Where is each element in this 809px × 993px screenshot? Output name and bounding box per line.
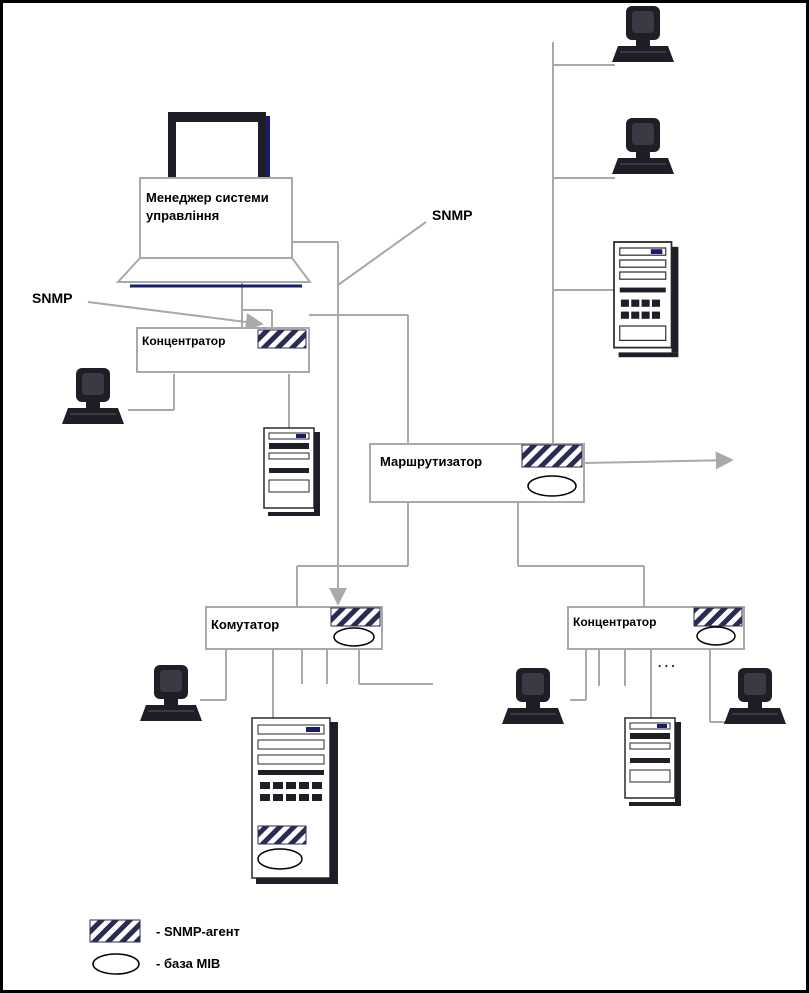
snmp-agent-icon xyxy=(257,329,307,349)
hub-1-box xyxy=(136,327,310,373)
router-label: Маршрутизатор xyxy=(380,454,482,469)
workstation-icon xyxy=(723,667,787,725)
switch-box xyxy=(205,606,383,650)
legend-mib-label: - база MIB xyxy=(156,956,220,971)
workstation-icon xyxy=(611,117,675,175)
server-icon xyxy=(263,427,321,517)
snmp-arrows xyxy=(87,260,734,606)
mib-database-icon xyxy=(696,626,736,646)
legend-mib-swatch xyxy=(92,953,140,975)
switch-label: Комутатор xyxy=(211,617,279,632)
snmp-label-top: SNMP xyxy=(432,207,472,223)
snmp-agent-icon xyxy=(330,607,381,627)
manager-label-line2: управління xyxy=(146,208,219,223)
more-devices-dots: . . . xyxy=(658,656,675,670)
workstation-icon xyxy=(139,664,203,722)
server-icon xyxy=(613,241,679,358)
snmp-agent-icon xyxy=(693,607,743,627)
legend-agent-label: - SNMP-агент xyxy=(156,924,240,939)
hub-2-box xyxy=(567,606,745,650)
workstation-icon xyxy=(611,5,675,63)
router-box xyxy=(369,443,585,503)
legend: - SNMP-агент - база MIB xyxy=(89,919,240,975)
manager-label-line1: Менеджер системи xyxy=(146,190,269,205)
snmp-label-left: SNMP xyxy=(32,290,72,306)
snmp-agent-icon xyxy=(521,444,583,468)
connection-lines xyxy=(128,42,740,723)
snmp-agent-icon xyxy=(257,825,307,845)
server-icon xyxy=(624,717,682,807)
hub-2-label: Концентратор xyxy=(573,615,656,629)
mib-database-icon xyxy=(333,627,375,647)
workstation-icon xyxy=(501,667,565,725)
mib-database-icon xyxy=(257,848,303,870)
mib-database-icon xyxy=(527,475,577,497)
hub-1-label: Концентратор xyxy=(142,334,225,348)
legend-agent-swatch xyxy=(89,919,141,943)
workstation-icon xyxy=(61,367,125,425)
server-icon xyxy=(251,717,338,884)
manager-laptop xyxy=(115,112,312,288)
